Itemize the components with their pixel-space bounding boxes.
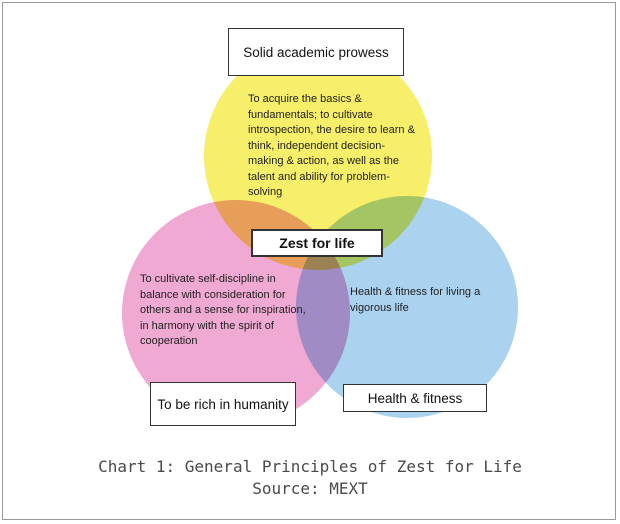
zest-for-life-title: Zest for life [279, 234, 355, 251]
caption-line-1: Chart 1: General Principles of Zest for … [98, 457, 522, 476]
academic-description: To acquire the basics & fundamentals; to… [248, 93, 415, 198]
academic-title: Solid academic prowess [243, 44, 389, 60]
humanity-title: To be rich in humanity [157, 396, 289, 412]
caption-line-2: Source: MEXT [252, 479, 368, 498]
zest-for-life-box: Zest for life [251, 229, 383, 257]
health-description: Health & fitness for living a vigorous l… [350, 286, 481, 314]
venn-diagram: Solid academic prowess To acquire the ba… [122, 28, 518, 426]
figure-caption: Chart 1: General Principles of Zest for … [0, 456, 620, 500]
health-title: Health & fitness [367, 390, 463, 406]
humanity-title-box: To be rich in humanity [150, 382, 296, 426]
academic-title-box: Solid academic prowess [228, 28, 404, 76]
health-title-box: Health & fitness [343, 384, 487, 412]
humanity-description: To cultivate self-discipline in balance … [140, 273, 306, 347]
